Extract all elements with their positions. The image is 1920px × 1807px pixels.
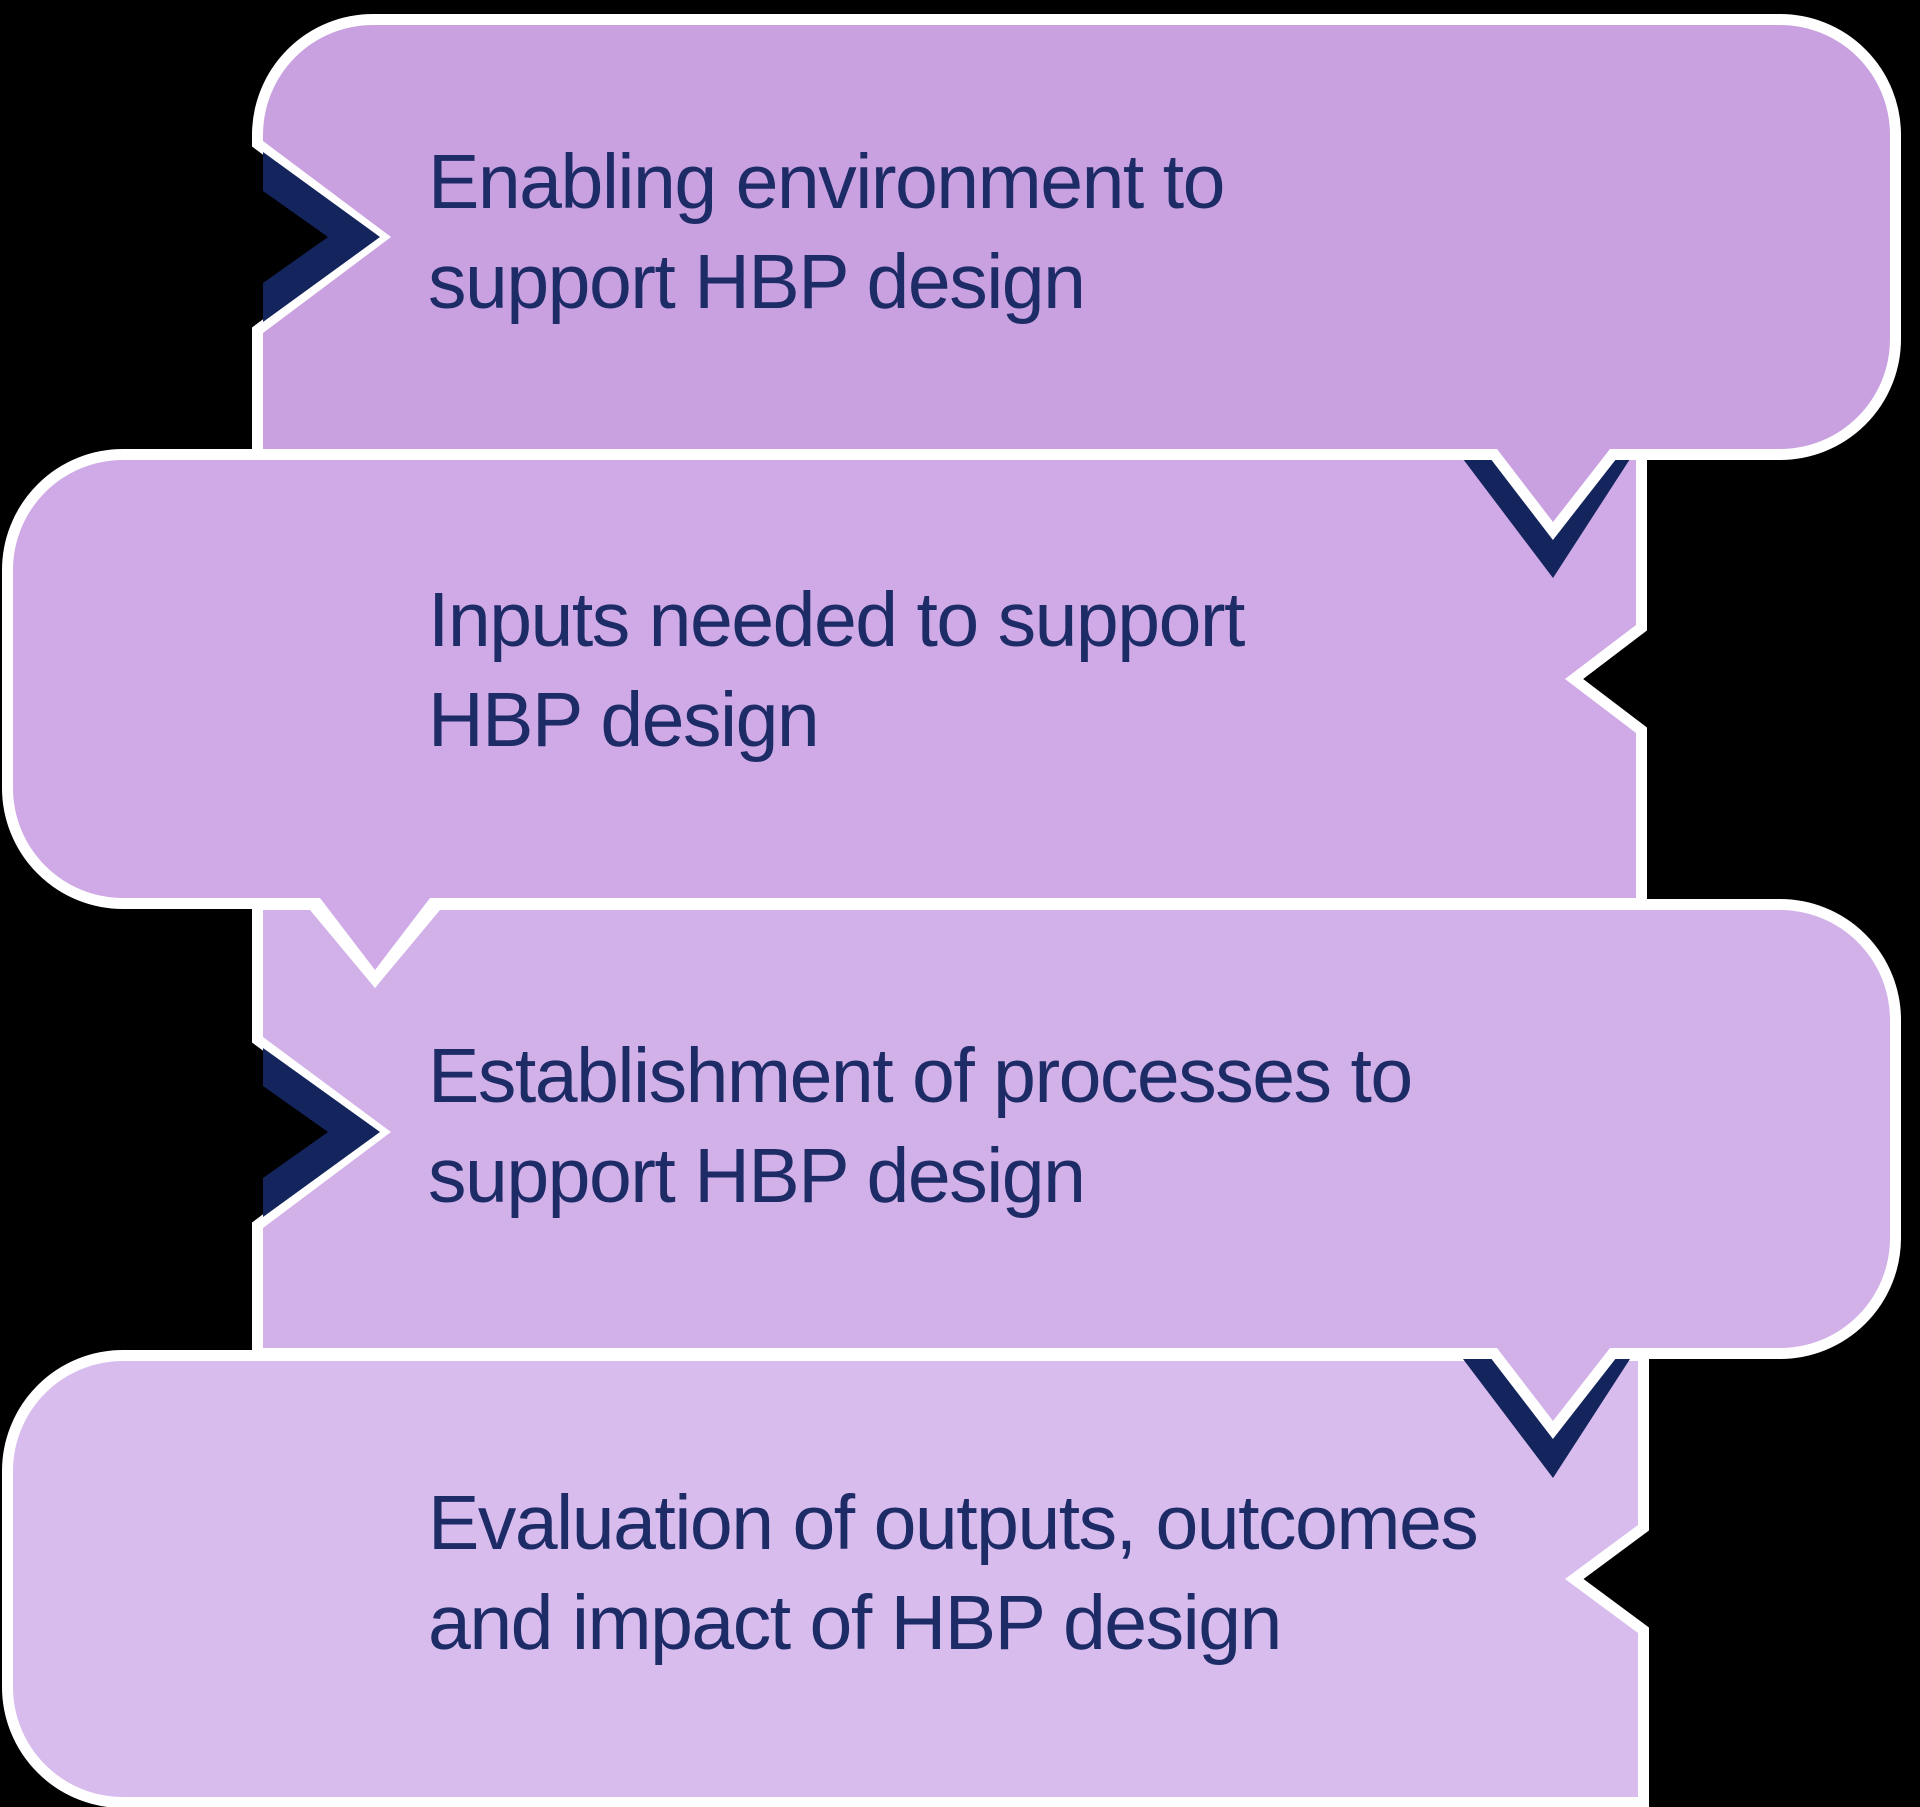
- box-4-shape: [2, 1350, 1649, 1807]
- box-4-label: Evaluation of outputs, outcomes and impa…: [428, 1480, 1479, 1666]
- box-1-shape: [252, 14, 1901, 540]
- box-3-shape: [252, 899, 1901, 1439]
- box-2-label: Inputs needed to support HBP design: [428, 577, 1245, 763]
- box-2-shape: [2, 449, 1647, 989]
- box-1-label: Enabling environment to support HBP desi…: [428, 139, 1225, 325]
- box-3-label: Establishment of processes to support HB…: [428, 1033, 1413, 1219]
- chevron-right-icon-1: [263, 152, 380, 322]
- chevron-right-icon-3: [263, 1048, 380, 1217]
